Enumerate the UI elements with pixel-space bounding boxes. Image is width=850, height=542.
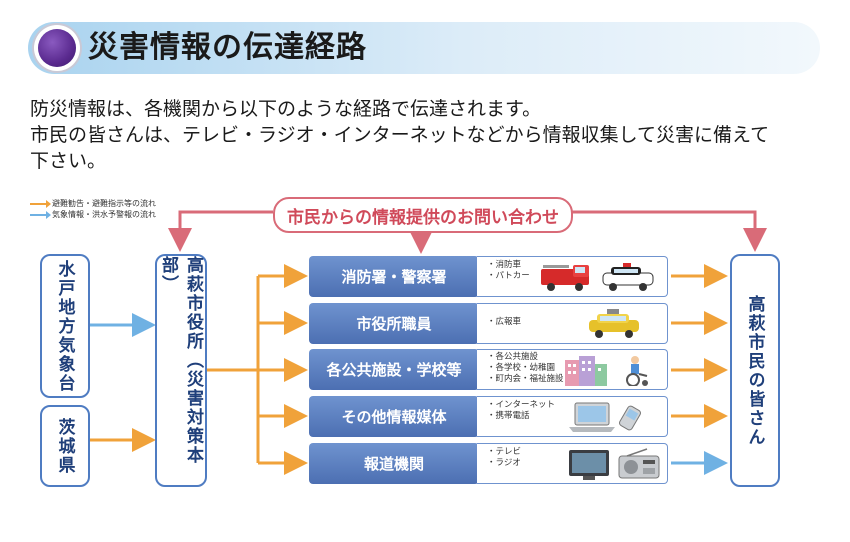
mito-weather-office-label: 水戸地方気象台 bbox=[54, 259, 75, 393]
city-hall-box: 高萩市役所（災害対策本部） bbox=[155, 254, 207, 487]
inquiry-label: 市民からの情報提供のお問い合わせ bbox=[273, 197, 573, 233]
channel-item: ・町内会・福祉施設 bbox=[487, 374, 564, 384]
channel-label: その他情報媒体 bbox=[309, 396, 479, 437]
channel-row-public-facilities: 各公共施設・学校等 ・各公共施設 ・各学校・幼稚園 ・町内会・福祉施設 bbox=[309, 349, 669, 390]
channel-label: 消防署・警察署 bbox=[309, 256, 479, 297]
ibaraki-prefecture-box: 茨城県 bbox=[40, 405, 90, 487]
channel-item: ・インターネット bbox=[487, 400, 556, 410]
legend-evacuation: 避難勧告・避難指示等の流れ bbox=[30, 199, 156, 209]
building-wheelchair-icon bbox=[565, 356, 648, 386]
channel-detail: ・消防車 ・パトカー bbox=[477, 256, 668, 297]
city-hall-label: 高萩市役所（災害対策本部） bbox=[158, 256, 203, 465]
channel-detail: ・インターネット ・携帯電話 bbox=[477, 396, 668, 437]
channel-item: ・テレビ bbox=[487, 447, 522, 457]
channel-row-fire-police: 消防署・警察署 ・消防車 ・パトカー bbox=[309, 256, 669, 297]
inquiry-to-citizens-arrow bbox=[569, 210, 767, 252]
channel-detail: ・広報車 bbox=[477, 303, 668, 344]
channel-item: ・ラジオ bbox=[487, 458, 521, 468]
channel-items: ・インターネット ・携帯電話 bbox=[487, 400, 555, 422]
citizens-label: 高萩市民の皆さん bbox=[744, 294, 765, 447]
ibaraki-prefecture-label: 茨城県 bbox=[54, 417, 75, 475]
channel-items: ・消防車 ・パトカー bbox=[487, 260, 530, 282]
channel-item: ・携帯電話 bbox=[487, 411, 530, 421]
channel-items: ・各公共施設 ・各学校・幼稚園 ・町内会・福祉施設 bbox=[487, 352, 564, 385]
laptop-mobile-icon bbox=[569, 402, 641, 432]
channel-item: ・各学校・幼稚園 bbox=[487, 363, 556, 373]
channel-row-city-staff: 市役所職員 ・広報車 bbox=[309, 303, 669, 344]
intro-line-3: 下さい。 bbox=[30, 150, 107, 172]
channel-detail: ・テレビ ・ラジオ bbox=[477, 443, 668, 484]
channel-label: 各公共施設・学校等 bbox=[309, 349, 479, 390]
channel-items: ・テレビ ・ラジオ bbox=[487, 447, 521, 469]
legend-weather-label: 気象情報・洪水予警報の流れ bbox=[52, 210, 156, 219]
title-banner bbox=[28, 22, 820, 74]
fire-truck-police-car-icon bbox=[541, 263, 654, 291]
intro-line-1: 防災情報は、各機関から以下のような経路で伝達されます。 bbox=[30, 98, 542, 120]
citizens-box: 高萩市民の皆さん bbox=[730, 254, 780, 487]
channel-item: ・広報車 bbox=[487, 317, 522, 327]
channel-item: ・パトカー bbox=[487, 271, 530, 281]
inquiry-to-cityhall-arrow bbox=[168, 210, 273, 252]
pr-vehicle-icon bbox=[589, 309, 639, 338]
legend-weather: 気象情報・洪水予警報の流れ bbox=[30, 210, 156, 220]
legend-evacuation-label: 避難勧告・避難指示等の流れ bbox=[52, 199, 156, 208]
circle-bullet-icon bbox=[38, 29, 76, 67]
page-title: 災害情報の伝達経路 bbox=[88, 30, 367, 65]
channel-detail: ・各公共施設 ・各学校・幼稚園 ・町内会・福祉施設 bbox=[477, 349, 668, 390]
channel-row-news-media: 報道機関 ・テレビ ・ラジオ bbox=[309, 443, 669, 484]
channel-item: ・各公共施設 bbox=[487, 352, 539, 362]
channel-label: 報道機関 bbox=[309, 443, 479, 484]
channel-label: 市役所職員 bbox=[309, 303, 479, 344]
intro-line-2: 市民の皆さんは、テレビ・ラジオ・インターネットなどから情報収集して災害に備えて bbox=[30, 124, 770, 146]
orange-arrow-icon bbox=[30, 199, 51, 208]
blue-arrow-icon bbox=[30, 210, 51, 219]
tv-radio-icon bbox=[569, 448, 660, 480]
channel-items: ・広報車 bbox=[487, 317, 521, 328]
channel-row-other-media: その他情報媒体 ・インターネット ・携帯電話 bbox=[309, 396, 669, 437]
channel-item: ・消防車 bbox=[487, 260, 522, 270]
mito-weather-office-box: 水戸地方気象台 bbox=[40, 254, 90, 398]
